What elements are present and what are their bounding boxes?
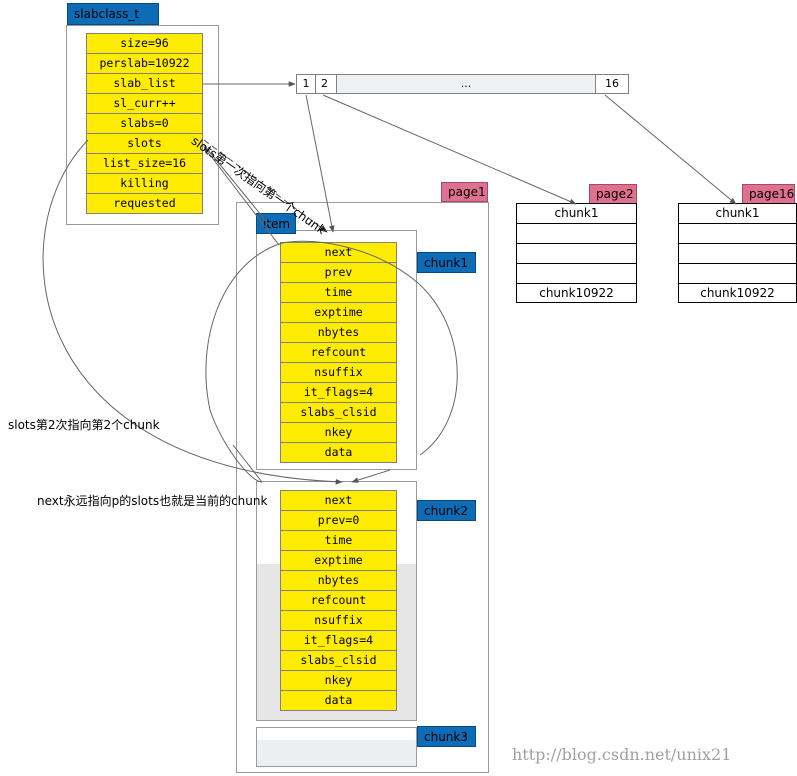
item2-field: exptime xyxy=(281,551,396,571)
slab-list-cell-2: 2 xyxy=(316,75,337,93)
slab-list-dots: ... xyxy=(337,75,596,93)
page2-chunk-last: chunk10922 xyxy=(539,286,614,300)
page16-chunk-first: chunk1 xyxy=(679,204,796,224)
slab-fields-field: slabs=0 xyxy=(87,114,202,134)
slab-fields-field: perslab=10922 xyxy=(87,54,202,74)
chunk1-label: chunk1 xyxy=(417,252,476,273)
page2-chunk-empty xyxy=(517,244,636,264)
page16-chunks: chunk1 chunk10922 xyxy=(678,203,797,303)
item2-field: prev=0 xyxy=(281,511,396,531)
page2-chunk-first: chunk1 xyxy=(517,204,636,224)
slab-fields-field: killing xyxy=(87,174,202,194)
page2-chunk-empty xyxy=(517,224,636,244)
item2-field: nkey xyxy=(281,671,396,691)
slab-fields-field: list_size=16 xyxy=(87,154,202,174)
slab-fields-field: sl_curr++ xyxy=(87,94,202,114)
slab-list-cell-1: 1 xyxy=(297,75,316,93)
chunk3-frame xyxy=(256,727,417,767)
item1-field: exptime xyxy=(281,303,396,323)
page2-label: page2 xyxy=(589,184,637,204)
slab-fields-field: requested xyxy=(113,196,176,210)
watermark: http://blog.csdn.net/unix21 xyxy=(512,745,732,764)
page16-label: page16 xyxy=(742,184,795,204)
item2-field: nbytes xyxy=(281,571,396,591)
item1-field: prev xyxy=(281,263,396,283)
item1-field: time xyxy=(281,283,396,303)
page16-chunk-empty xyxy=(679,264,796,284)
chunk3-label: chunk3 xyxy=(417,726,476,747)
item2-field: time xyxy=(281,531,396,551)
item1-field: nkey xyxy=(281,423,396,443)
slab-list-cell-16: 16 xyxy=(605,77,619,90)
page16-chunk-empty xyxy=(679,224,796,244)
slab-fields-field: size=96 xyxy=(87,34,202,54)
item2-field: refcount xyxy=(281,591,396,611)
slab-list-array: 1 2 ... 16 xyxy=(296,74,629,94)
slabclass-title: slabclass_t xyxy=(67,3,159,25)
item1-field: slabs_clsid xyxy=(281,403,396,423)
item1-field: nbytes xyxy=(281,323,396,343)
item1-field: next xyxy=(281,243,396,263)
slab-fields-field: slots xyxy=(87,134,202,154)
next-note: next永远指向p的slots也就是当前的chunk xyxy=(37,494,268,508)
item1-field: data xyxy=(324,445,353,459)
chunk2-label: chunk2 xyxy=(417,500,476,521)
page2-chunks: chunk1 chunk10922 xyxy=(516,203,637,303)
slab-fields-field: slab_list xyxy=(87,74,202,94)
item2-field: slabs_clsid xyxy=(281,651,396,671)
page16-chunk-last: chunk10922 xyxy=(700,286,775,300)
item2-field: it_flags=4 xyxy=(281,631,396,651)
item2-field: data xyxy=(324,693,353,707)
slots-second-note: slots第2次指向第2个chunk xyxy=(8,418,160,432)
item2-field: nsuffix xyxy=(281,611,396,631)
item1-field: refcount xyxy=(281,343,396,363)
page1-label: page1 xyxy=(441,182,488,202)
page16-chunk-empty xyxy=(679,244,796,264)
item1-field: nsuffix xyxy=(281,363,396,383)
page2-chunk-empty xyxy=(517,264,636,284)
item2-field: next xyxy=(281,491,396,511)
item1-field: it_flags=4 xyxy=(281,383,396,403)
